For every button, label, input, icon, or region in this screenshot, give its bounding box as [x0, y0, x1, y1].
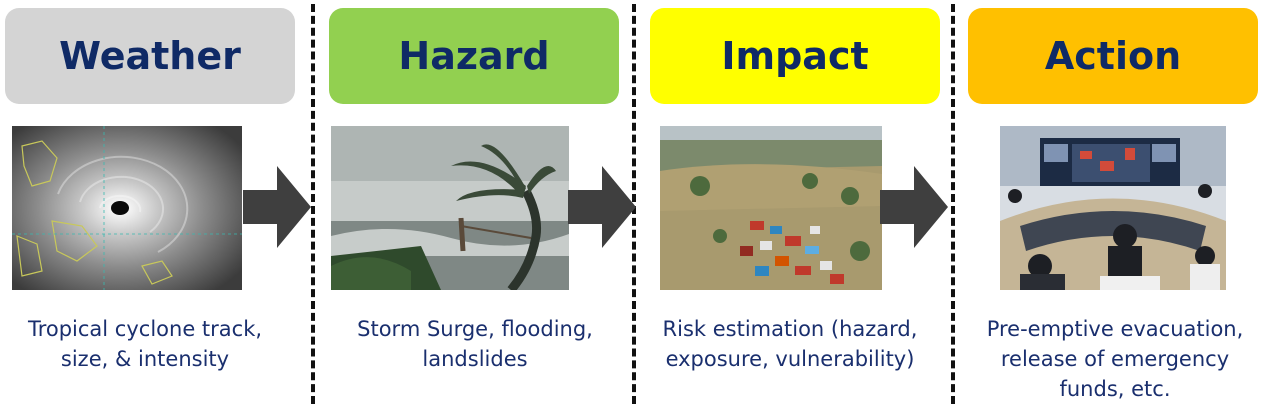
action-caption: Pre-emptive evacuation, release of emerg…	[986, 317, 1244, 401]
impact-title: Impact	[721, 34, 869, 78]
action-title: Action	[1044, 34, 1182, 78]
arrow-right-icon	[880, 166, 948, 248]
divider-1	[311, 4, 315, 404]
emergency-meeting-room-image	[1000, 126, 1226, 290]
arrow-right-icon	[243, 166, 311, 248]
impact-caption: Risk estimation (hazard, exposure, vulne…	[662, 317, 918, 371]
hazard-header: Hazard	[329, 8, 619, 104]
action-header: Action	[968, 8, 1258, 104]
weather-caption: Tropical cyclone track, size, & intensit…	[27, 317, 263, 371]
hazard-caption: Storm Surge, flooding, landslides	[357, 317, 593, 371]
divider-2	[632, 4, 636, 404]
storm-palm-tree-image	[331, 126, 569, 290]
flooded-town-aerial-image	[660, 126, 882, 290]
impact-header: Impact	[650, 8, 940, 104]
arrow-right-icon	[568, 166, 636, 248]
weather-title: Weather	[59, 34, 241, 78]
weather-header: Weather	[5, 8, 295, 104]
hazard-title: Hazard	[398, 34, 550, 78]
divider-3	[951, 4, 955, 404]
satellite-cyclone-image	[12, 126, 242, 290]
